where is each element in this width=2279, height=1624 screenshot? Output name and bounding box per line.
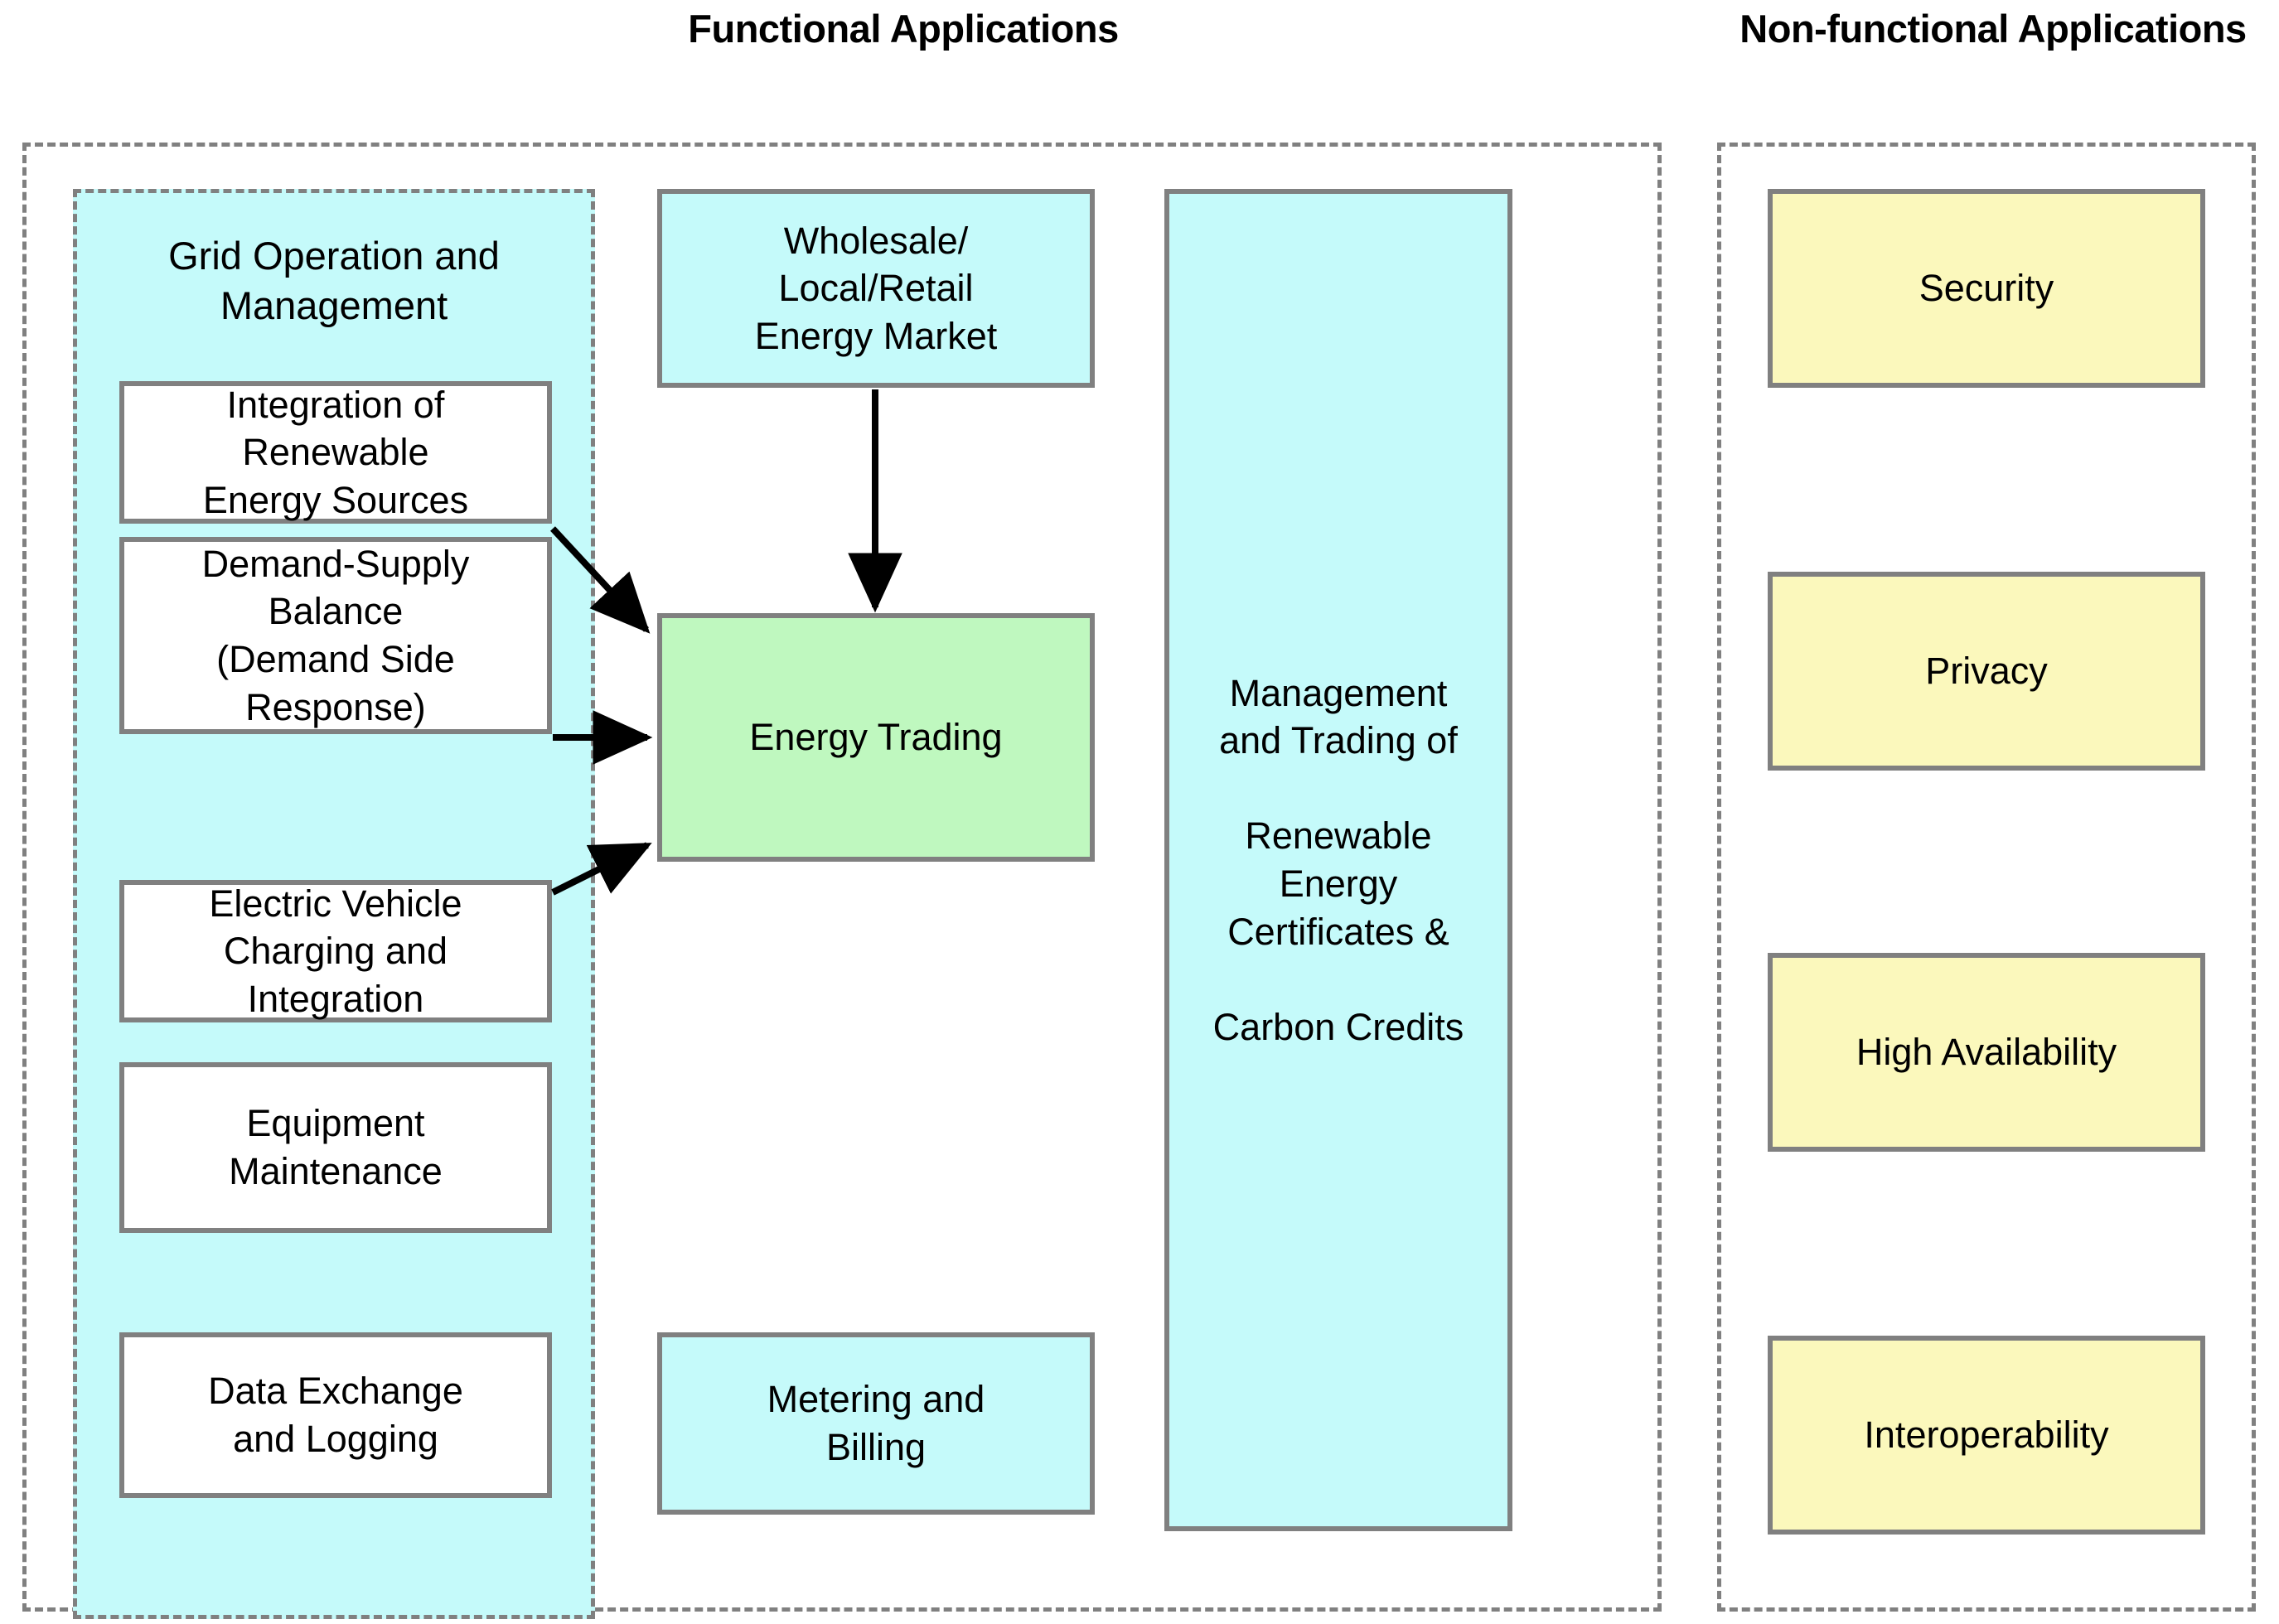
box-privacy[interactable]: Privacy	[1768, 572, 2205, 771]
box-security[interactable]: Security	[1768, 189, 2205, 388]
box-wholesale-local-retail-energy-market[interactable]: Wholesale/ Local/Retail Energy Market	[657, 189, 1095, 388]
box-high-availability[interactable]: High Availability	[1768, 953, 2205, 1152]
box-interoperability[interactable]: Interoperability	[1768, 1336, 2205, 1535]
box-data-exchange-and-logging[interactable]: Data Exchange and Logging	[119, 1332, 552, 1498]
box-electric-vehicle-charging-and-integration[interactable]: Electric Vehicle Charging and Integratio…	[119, 880, 552, 1022]
nonfunctional-applications-panel	[1717, 143, 2256, 1612]
nonfunctional-applications-title: Non-functional Applications	[1739, 7, 2247, 51]
functional-applications-panel	[22, 143, 1662, 1612]
box-demand-supply-balance[interactable]: Demand-Supply Balance (Demand Side Respo…	[119, 537, 552, 734]
box-equipment-maintenance[interactable]: Equipment Maintenance	[119, 1062, 552, 1233]
box-integration-of-renewable-energy-sources[interactable]: Integration of Renewable Energy Sources	[119, 381, 552, 524]
box-energy-trading[interactable]: Energy Trading	[657, 613, 1095, 862]
functional-applications-title: Functional Applications	[688, 7, 1119, 51]
grid-operation-and-management-label: Grid Operation and Management	[168, 234, 500, 328]
box-management-and-trading-of-recs-and-carbon-credits[interactable]: Management and Trading of Renewable Ener…	[1164, 189, 1512, 1531]
box-metering-and-billing[interactable]: Metering and Billing	[657, 1332, 1095, 1515]
